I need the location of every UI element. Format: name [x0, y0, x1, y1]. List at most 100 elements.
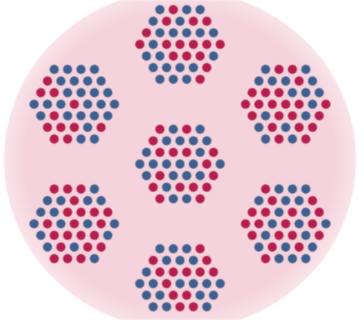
red-dot: [63, 231, 72, 240]
red-dot: [288, 231, 297, 240]
red-dot: [295, 123, 304, 132]
blue-dot: [295, 196, 304, 205]
blue-dot: [142, 51, 151, 60]
red-dot: [288, 208, 297, 217]
red-dot: [202, 256, 211, 265]
red-dot: [261, 184, 270, 193]
red-dot: [175, 40, 184, 49]
blue-dot: [169, 244, 178, 253]
blue-dot: [142, 291, 151, 300]
red-dot: [202, 63, 211, 72]
blue-dot: [182, 244, 191, 253]
blue-dot: [209, 291, 218, 300]
blue-dot: [261, 134, 270, 143]
red-dot: [43, 76, 52, 85]
red-dot: [169, 5, 178, 14]
red-dot: [261, 208, 270, 217]
blue-dot: [274, 254, 283, 263]
blue-dot: [70, 76, 79, 85]
red-dot: [83, 242, 92, 251]
blue-dot: [301, 231, 310, 240]
blue-dot: [182, 5, 191, 14]
red-dot: [274, 111, 283, 120]
blue-dot: [149, 17, 158, 26]
blue-dot: [70, 242, 79, 251]
red-dot: [216, 40, 225, 49]
red-dot: [254, 100, 263, 109]
red-dot: [70, 100, 79, 109]
blue-dot: [90, 184, 99, 193]
blue-dot: [189, 159, 198, 168]
blue-dot: [110, 219, 119, 228]
blue-dot: [196, 171, 205, 180]
blue-dot: [76, 65, 85, 74]
blue-dot: [196, 148, 205, 157]
blue-dot: [175, 63, 184, 72]
blue-dot: [301, 184, 310, 193]
red-dot: [315, 111, 324, 120]
red-dot: [202, 17, 211, 26]
red-dot: [295, 76, 304, 85]
red-dot: [149, 256, 158, 265]
blue-dot: [209, 51, 218, 60]
blue-dot: [196, 5, 205, 14]
red-dot: [63, 254, 72, 263]
blue-dot: [162, 159, 171, 168]
blue-dot: [90, 65, 99, 74]
red-dot: [43, 219, 52, 228]
red-dot: [308, 219, 317, 228]
blue-dot: [155, 51, 164, 60]
blue-dot: [281, 76, 290, 85]
red-dot: [36, 88, 45, 97]
red-dot: [76, 254, 85, 263]
red-dot: [76, 184, 85, 193]
red-dot: [97, 242, 106, 251]
blue-dot: [175, 136, 184, 145]
blue-dot: [196, 291, 205, 300]
blue-dot: [308, 100, 317, 109]
blue-dot: [162, 256, 171, 265]
blue-dot: [196, 28, 205, 37]
red-dot: [281, 219, 290, 228]
red-dot: [76, 208, 85, 217]
blue-dot: [254, 242, 263, 251]
red-dot: [169, 148, 178, 157]
red-dot: [268, 196, 277, 205]
red-dot: [274, 65, 283, 74]
blue-dot: [288, 134, 297, 143]
blue-dot: [189, 279, 198, 288]
blue-dot: [182, 194, 191, 203]
blue-dot: [169, 28, 178, 37]
blue-dot: [308, 76, 317, 85]
red-dot: [248, 231, 257, 240]
blue-dot: [83, 100, 92, 109]
blue-dot: [288, 254, 297, 263]
blue-dot: [29, 100, 38, 109]
blue-dot: [301, 254, 310, 263]
red-dot: [97, 123, 106, 132]
blue-dot: [149, 159, 158, 168]
blue-dot: [83, 219, 92, 228]
red-dot: [50, 254, 59, 263]
blue-dot: [182, 75, 191, 84]
red-dot: [56, 123, 65, 132]
blue-dot: [162, 63, 171, 72]
red-dot: [202, 183, 211, 192]
blue-dot: [175, 159, 184, 168]
red-dot: [63, 184, 72, 193]
red-dot: [162, 279, 171, 288]
blue-dot: [169, 194, 178, 203]
red-dot: [196, 75, 205, 84]
blue-dot: [162, 136, 171, 145]
red-dot: [182, 291, 191, 300]
red-dot: [50, 88, 59, 97]
red-dot: [189, 302, 198, 311]
blue-dot: [83, 76, 92, 85]
blue-dot: [43, 242, 52, 251]
red-dot: [50, 134, 59, 143]
blue-dot: [175, 256, 184, 265]
red-dot: [70, 219, 79, 228]
blue-dot: [56, 100, 65, 109]
red-dot: [182, 51, 191, 60]
